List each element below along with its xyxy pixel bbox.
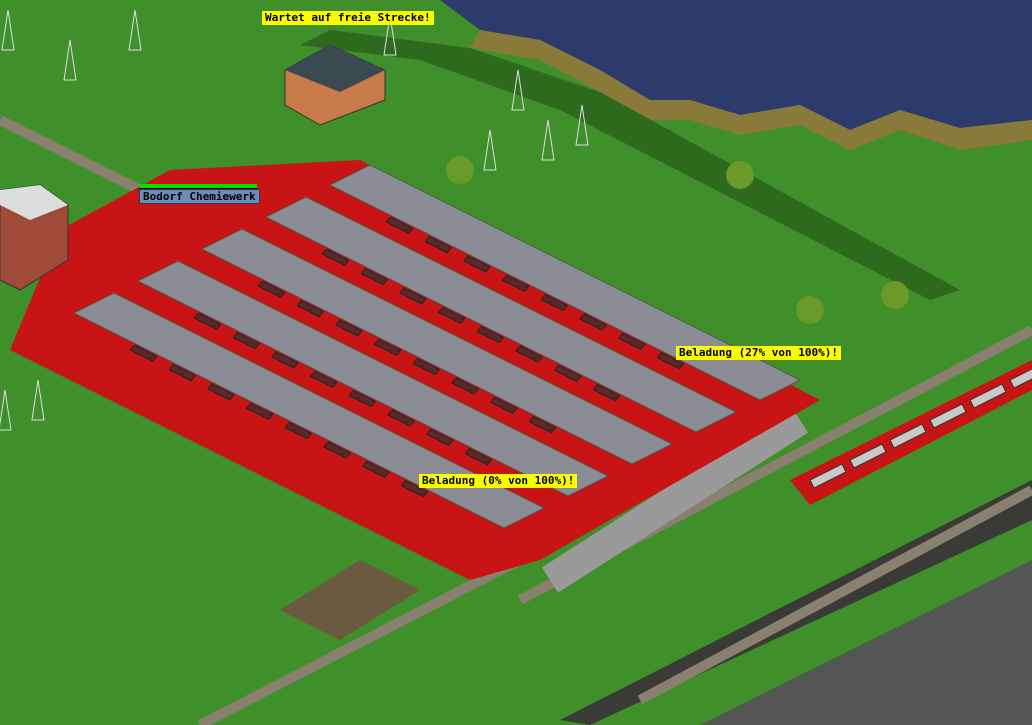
platform (328, 164, 802, 401)
tree (446, 156, 474, 184)
wagon (656, 352, 685, 370)
electric-pylon (63, 39, 77, 81)
wagon (361, 460, 390, 478)
wagon (437, 306, 466, 324)
wagon (515, 345, 543, 363)
road (700, 560, 1032, 725)
wagon (335, 319, 363, 337)
wagon (451, 377, 479, 395)
tank-wagon (969, 383, 1007, 409)
electric-pylon (31, 379, 45, 421)
wagon (232, 331, 260, 350)
wagon (168, 363, 196, 382)
wagon (400, 480, 429, 498)
station-platforms (10, 160, 1032, 580)
electric-pylon (483, 129, 497, 171)
wagon (360, 267, 388, 286)
wagon (348, 390, 377, 408)
rail-track (637, 485, 1032, 705)
wagon (271, 351, 299, 369)
shadow-ridge (300, 30, 960, 300)
scenery (0, 44, 420, 640)
wagon (464, 448, 493, 466)
wagon (501, 274, 530, 292)
wagon (489, 396, 518, 414)
wagon (207, 383, 235, 401)
wagon (373, 338, 402, 356)
station-sign[interactable]: Bodorf Chemiewerk (139, 184, 260, 204)
wagon (528, 416, 557, 434)
wagon (412, 358, 441, 376)
wagon (463, 255, 491, 273)
vehicle-loading-sign[interactable]: Beladung (27% von 100%)! (676, 346, 841, 360)
tree (726, 161, 754, 189)
electric-pylon (383, 14, 397, 56)
wagon (245, 402, 274, 420)
shore (470, 30, 1032, 150)
station-area (10, 160, 820, 580)
platform (264, 196, 738, 433)
station-name: Bodorf Chemiewerk (139, 189, 260, 204)
wall (560, 480, 1032, 725)
electric-pylon (541, 119, 555, 161)
wagon (476, 326, 505, 344)
tank-wagon (929, 403, 967, 429)
wagon (579, 313, 607, 331)
vehicle-loading-sign[interactable]: Beladung (0% von 100%)! (419, 474, 578, 488)
trains (129, 216, 1032, 498)
electric-pylon (0, 389, 12, 431)
depot-roof (285, 45, 385, 92)
wagon (425, 428, 454, 446)
rail-track (197, 555, 523, 725)
electric-pylon (511, 69, 525, 111)
wagon (284, 422, 313, 440)
wagon (424, 235, 452, 254)
terrain (300, 0, 1032, 725)
platform (200, 228, 674, 465)
platform (72, 292, 546, 529)
wagon (321, 248, 350, 266)
electric-pylon (128, 9, 142, 51)
platform (136, 260, 610, 497)
rail-junction (541, 407, 809, 593)
water (440, 0, 1032, 130)
wagon (193, 312, 222, 330)
factory-roof (0, 185, 68, 220)
wagon (387, 409, 415, 427)
vehicle-status-sign[interactable]: Wartet auf freie Strecke! (262, 11, 434, 25)
wagon (617, 332, 646, 350)
tunnel-entrance (280, 560, 420, 640)
wagon (323, 441, 351, 459)
wagon (385, 216, 414, 234)
wagon (257, 280, 286, 298)
wagon (540, 294, 569, 312)
wagon (296, 299, 324, 318)
tree (881, 281, 909, 309)
tank-wagon (889, 423, 927, 449)
electric-pylon (575, 104, 589, 146)
tank-wagon (1009, 368, 1032, 389)
tank-wagon (809, 463, 847, 489)
wagon (309, 370, 338, 388)
wagon (129, 344, 158, 362)
wagon (592, 384, 621, 402)
tank-wagon (849, 443, 887, 469)
station-rating-bar (139, 184, 257, 189)
tree (796, 296, 824, 324)
wagon (553, 364, 582, 382)
wagon (399, 287, 427, 305)
electric-pylon (1, 9, 15, 51)
